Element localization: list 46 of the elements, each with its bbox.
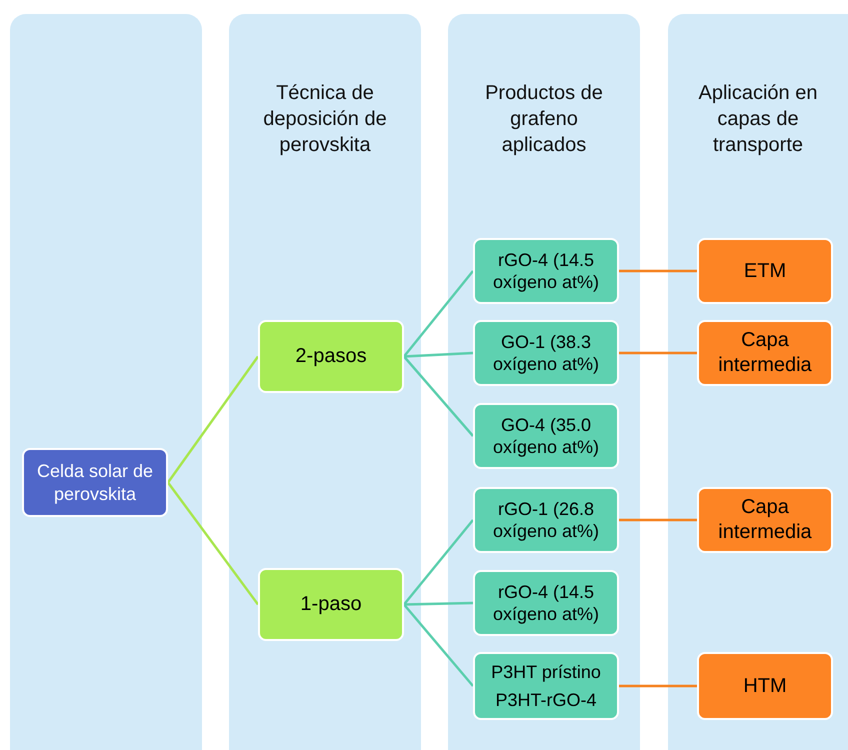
column-band — [668, 14, 848, 750]
connector-line — [403, 270, 474, 358]
column-heading: Aplicación en capas de transporte — [698, 81, 818, 158]
column-band — [448, 14, 640, 750]
connector-line — [403, 356, 474, 437]
connector-line — [404, 602, 474, 606]
box-label: HTM — [743, 674, 787, 698]
connector-line — [404, 352, 474, 358]
product-box — [473, 652, 619, 720]
box-label: GO-1 (38.3 oxígeno at%) — [492, 330, 600, 376]
column-heading: Técnica de deposición de perovskita — [262, 81, 388, 158]
box-label: rGO-4 (14.5 oxígeno at%) — [492, 580, 600, 626]
box-label: P3HT prístino — [491, 660, 601, 683]
root-box — [22, 448, 168, 517]
product-box — [473, 403, 619, 469]
connector-line — [403, 519, 474, 606]
box-label: Celda solar de perovskita — [36, 460, 154, 505]
connector-line — [619, 352, 697, 354]
method-box — [258, 568, 404, 641]
box-label: P3HT-rGO-4 — [495, 689, 596, 712]
column-band — [229, 14, 421, 750]
column-band — [10, 14, 202, 750]
connector-line — [619, 518, 697, 522]
application-box — [697, 320, 833, 386]
product-box — [473, 487, 619, 553]
method-box — [258, 320, 404, 393]
box-label: 2-pasos — [295, 344, 367, 369]
box-label: GO-4 (35.0 oxígeno at%) — [492, 414, 600, 458]
application-box — [697, 487, 833, 553]
column-heading: Productos de grafeno aplicados — [484, 81, 604, 158]
connector-line — [619, 270, 697, 272]
connector-line — [403, 604, 474, 687]
application-box — [697, 652, 833, 720]
box-label: ETM — [744, 258, 786, 284]
product-box — [473, 320, 619, 386]
box-label: 1-paso — [300, 592, 362, 617]
connector-line — [167, 482, 259, 606]
product-box — [473, 570, 619, 636]
product-box — [473, 238, 619, 304]
connector-line — [166, 356, 260, 484]
box-label: rGO-4 (14.5 oxígeno at%) — [492, 248, 600, 294]
application-box — [697, 238, 833, 304]
connector-line — [619, 684, 697, 688]
box-label: Capa intermedia — [717, 495, 813, 545]
box-label: rGO-1 (26.8 oxígeno at%) — [492, 498, 600, 542]
box-label: Capa intermedia — [717, 328, 813, 378]
